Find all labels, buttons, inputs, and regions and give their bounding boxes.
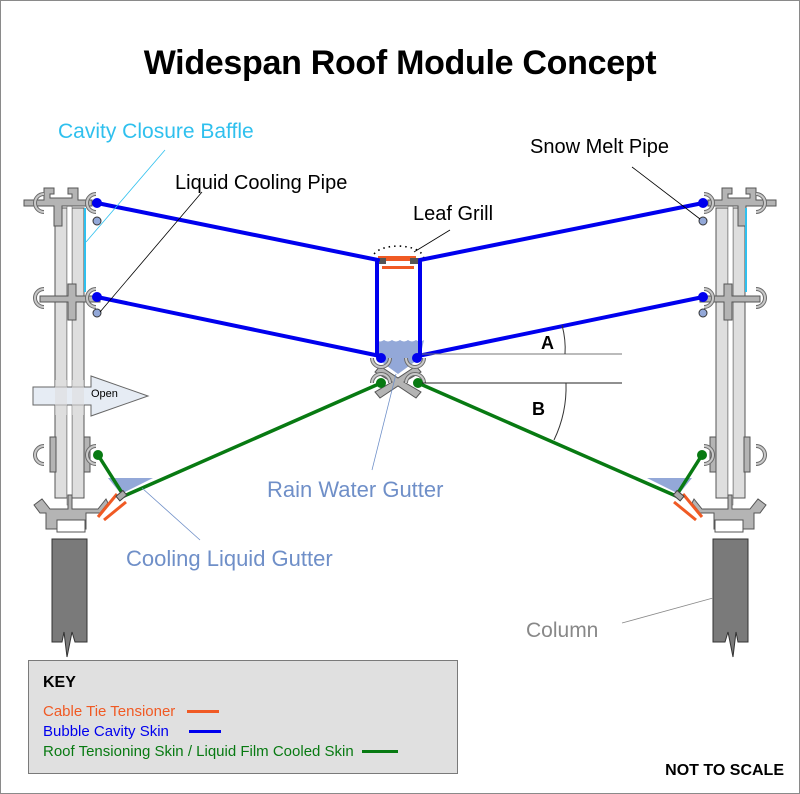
not-to-scale-note: NOT TO SCALE — [665, 762, 784, 779]
key-item-tension-skin: Roof Tensioning Skin / Liquid Film Coole… — [43, 743, 398, 760]
cable-tie-swatch — [187, 710, 220, 713]
right-mullion — [691, 187, 777, 658]
bubble-cavity-skin — [95, 201, 705, 358]
open-arrow-icon — [32, 375, 150, 417]
leader-lines — [85, 149, 714, 624]
label-leaf-grill: Leaf Grill — [413, 203, 494, 225]
leaf-grill-cable-bottom — [382, 266, 414, 269]
label-liquid-cooling-pipe: Liquid Cooling Pipe — [175, 172, 348, 194]
left-liquid-cooling-pipe — [92, 308, 102, 318]
left-mid-transom — [39, 283, 101, 321]
key-item-label: Roof Tensioning Skin / Liquid Film Coole… — [43, 743, 354, 760]
page-title: Widespan Roof Module Concept — [143, 44, 657, 82]
label-cooling-liquid-gutter: Cooling Liquid Gutter — [126, 546, 333, 571]
roof-tensioning-skin — [96, 381, 704, 498]
label-cavity-closure-baffle: Cavity Closure Baffle — [58, 120, 254, 143]
tension-skin-swatch — [361, 750, 398, 753]
label-open: Open — [91, 388, 118, 400]
angle-a-arc — [561, 324, 566, 355]
key-item-label: Bubble Cavity Skin — [43, 723, 169, 740]
leaf-grill-dots — [371, 245, 425, 260]
label-column: Column — [526, 619, 599, 642]
cable-tie-tensioners — [96, 493, 704, 522]
angle-b-arc — [553, 382, 567, 441]
label-rain-water-gutter: Rain Water Gutter — [267, 477, 444, 502]
left-glazing-inner — [71, 207, 85, 499]
key-item-cable-tie: Cable Tie Tensioner — [43, 703, 220, 720]
central-gutter — [370, 245, 426, 399]
label-angle-b: B — [532, 399, 545, 419]
left-mullion — [23, 187, 109, 658]
angle-guides — [422, 324, 622, 441]
bubble-skin-swatch — [188, 730, 221, 733]
left-glazing-outer — [54, 207, 68, 499]
left-column — [51, 538, 88, 658]
key-item-label: Cable Tie Tensioner — [43, 703, 176, 720]
label-angle-a: A — [541, 333, 554, 353]
label-snow-melt-pipe: Snow Melt Pipe — [530, 136, 669, 158]
legend-key: KEY Cable Tie Tensioner Bubble Cavity Sk… — [28, 660, 458, 774]
leaf-grill-cable-top — [378, 256, 416, 261]
left-snow-melt-pipe — [92, 216, 102, 226]
left-sill — [33, 494, 109, 530]
key-item-bubble-skin: Bubble Cavity Skin — [43, 723, 221, 740]
key-title: KEY — [43, 674, 76, 691]
